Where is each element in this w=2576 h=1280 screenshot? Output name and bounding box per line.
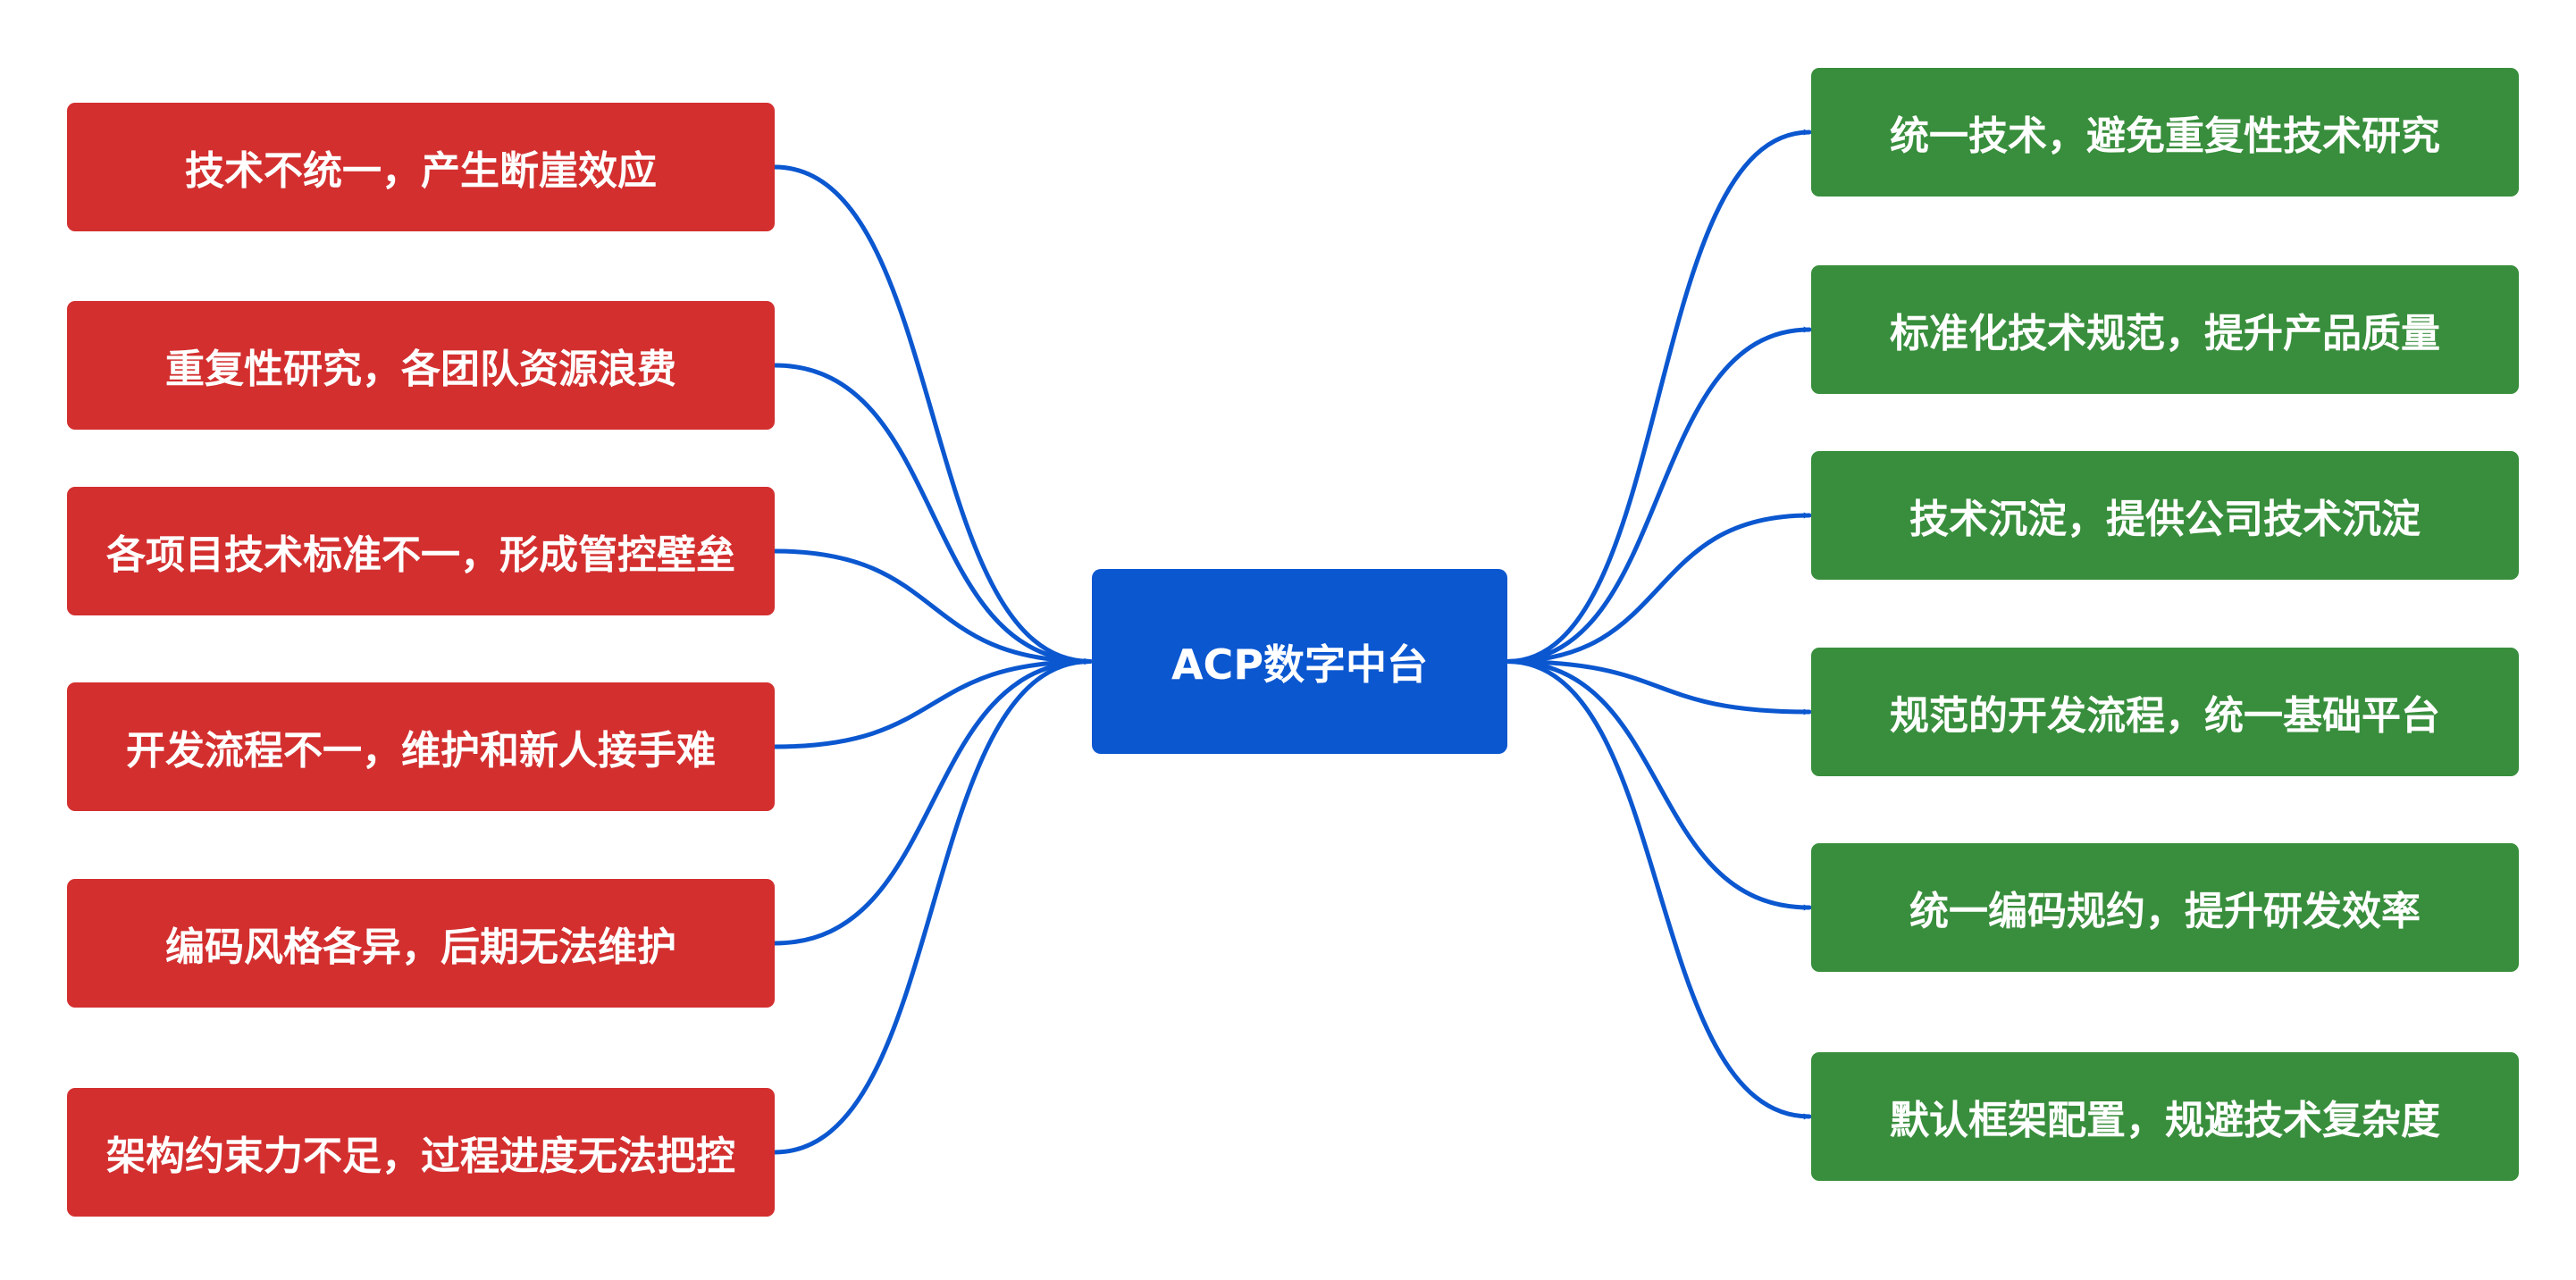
benefit-label: 统一技术，避免重复性技术研究 <box>1890 113 2440 159</box>
center-node: ACP数字中台 <box>1092 569 1507 754</box>
benefit-node-1: 统一技术，避免重复性技术研究 <box>1811 68 2519 197</box>
problem-node-1: 技术不统一，产生断崖效应 <box>67 103 775 231</box>
problem-label: 编码风格各异，后期无法维护 <box>165 924 676 970</box>
connector-benefit-6 <box>1505 659 1812 1120</box>
problem-node-4: 开发流程不一，维护和新人接手难 <box>67 682 775 811</box>
benefit-label: 技术沉淀，提供公司技术沉淀 <box>1909 497 2421 542</box>
center-label: ACP数字中台 <box>1171 640 1429 689</box>
connector-benefit-4 <box>1505 659 1812 715</box>
connector-problem-1 <box>772 164 1093 665</box>
connector-problem-6 <box>772 658 1093 1155</box>
benefit-node-2: 标准化技术规范，提升产品质量 <box>1811 265 2519 394</box>
connector-benefit-5 <box>1505 659 1812 911</box>
benefit-node-6: 默认框架配置，规避技术复杂度 <box>1811 1052 2519 1181</box>
benefit-label: 默认框架配置，规避技术复杂度 <box>1890 1098 2440 1143</box>
connector-problem-5 <box>772 658 1093 946</box>
benefit-node-4: 规范的开发流程，统一基础平台 <box>1811 648 2519 776</box>
benefit-node-3: 技术沉淀，提供公司技术沉淀 <box>1811 451 2519 580</box>
problem-node-2: 重复性研究，各团队资源浪费 <box>67 301 775 430</box>
connector-problem-3 <box>772 548 1093 665</box>
connector-benefit-3 <box>1505 512 1812 664</box>
connector-benefit-2 <box>1505 326 1812 664</box>
problem-node-6: 架构约束力不足，过程进度无法把控 <box>67 1088 775 1217</box>
benefit-label: 标准化技术规范，提升产品质量 <box>1890 311 2440 356</box>
connector-benefit-1 <box>1505 129 1812 664</box>
problem-label: 技术不统一，产生断崖效应 <box>185 148 657 194</box>
problem-label: 架构约束力不足，过程进度无法把控 <box>106 1134 735 1179</box>
benefit-node-5: 统一编码规约，提升研发效率 <box>1811 843 2519 972</box>
benefit-label: 规范的开发流程，统一基础平台 <box>1890 693 2440 739</box>
problem-label: 重复性研究，各团队资源浪费 <box>165 347 676 392</box>
connector-problem-4 <box>772 658 1093 749</box>
problem-node-5: 编码风格各异，后期无法维护 <box>67 879 775 1008</box>
problem-node-3: 各项目技术标准不一，形成管控壁垒 <box>67 487 775 615</box>
benefit-label: 统一编码规约，提升研发效率 <box>1909 889 2421 934</box>
problem-label: 各项目技术标准不一，形成管控壁垒 <box>106 532 735 578</box>
connector-problem-2 <box>772 363 1093 665</box>
problem-label: 开发流程不一，维护和新人接手难 <box>126 728 716 774</box>
